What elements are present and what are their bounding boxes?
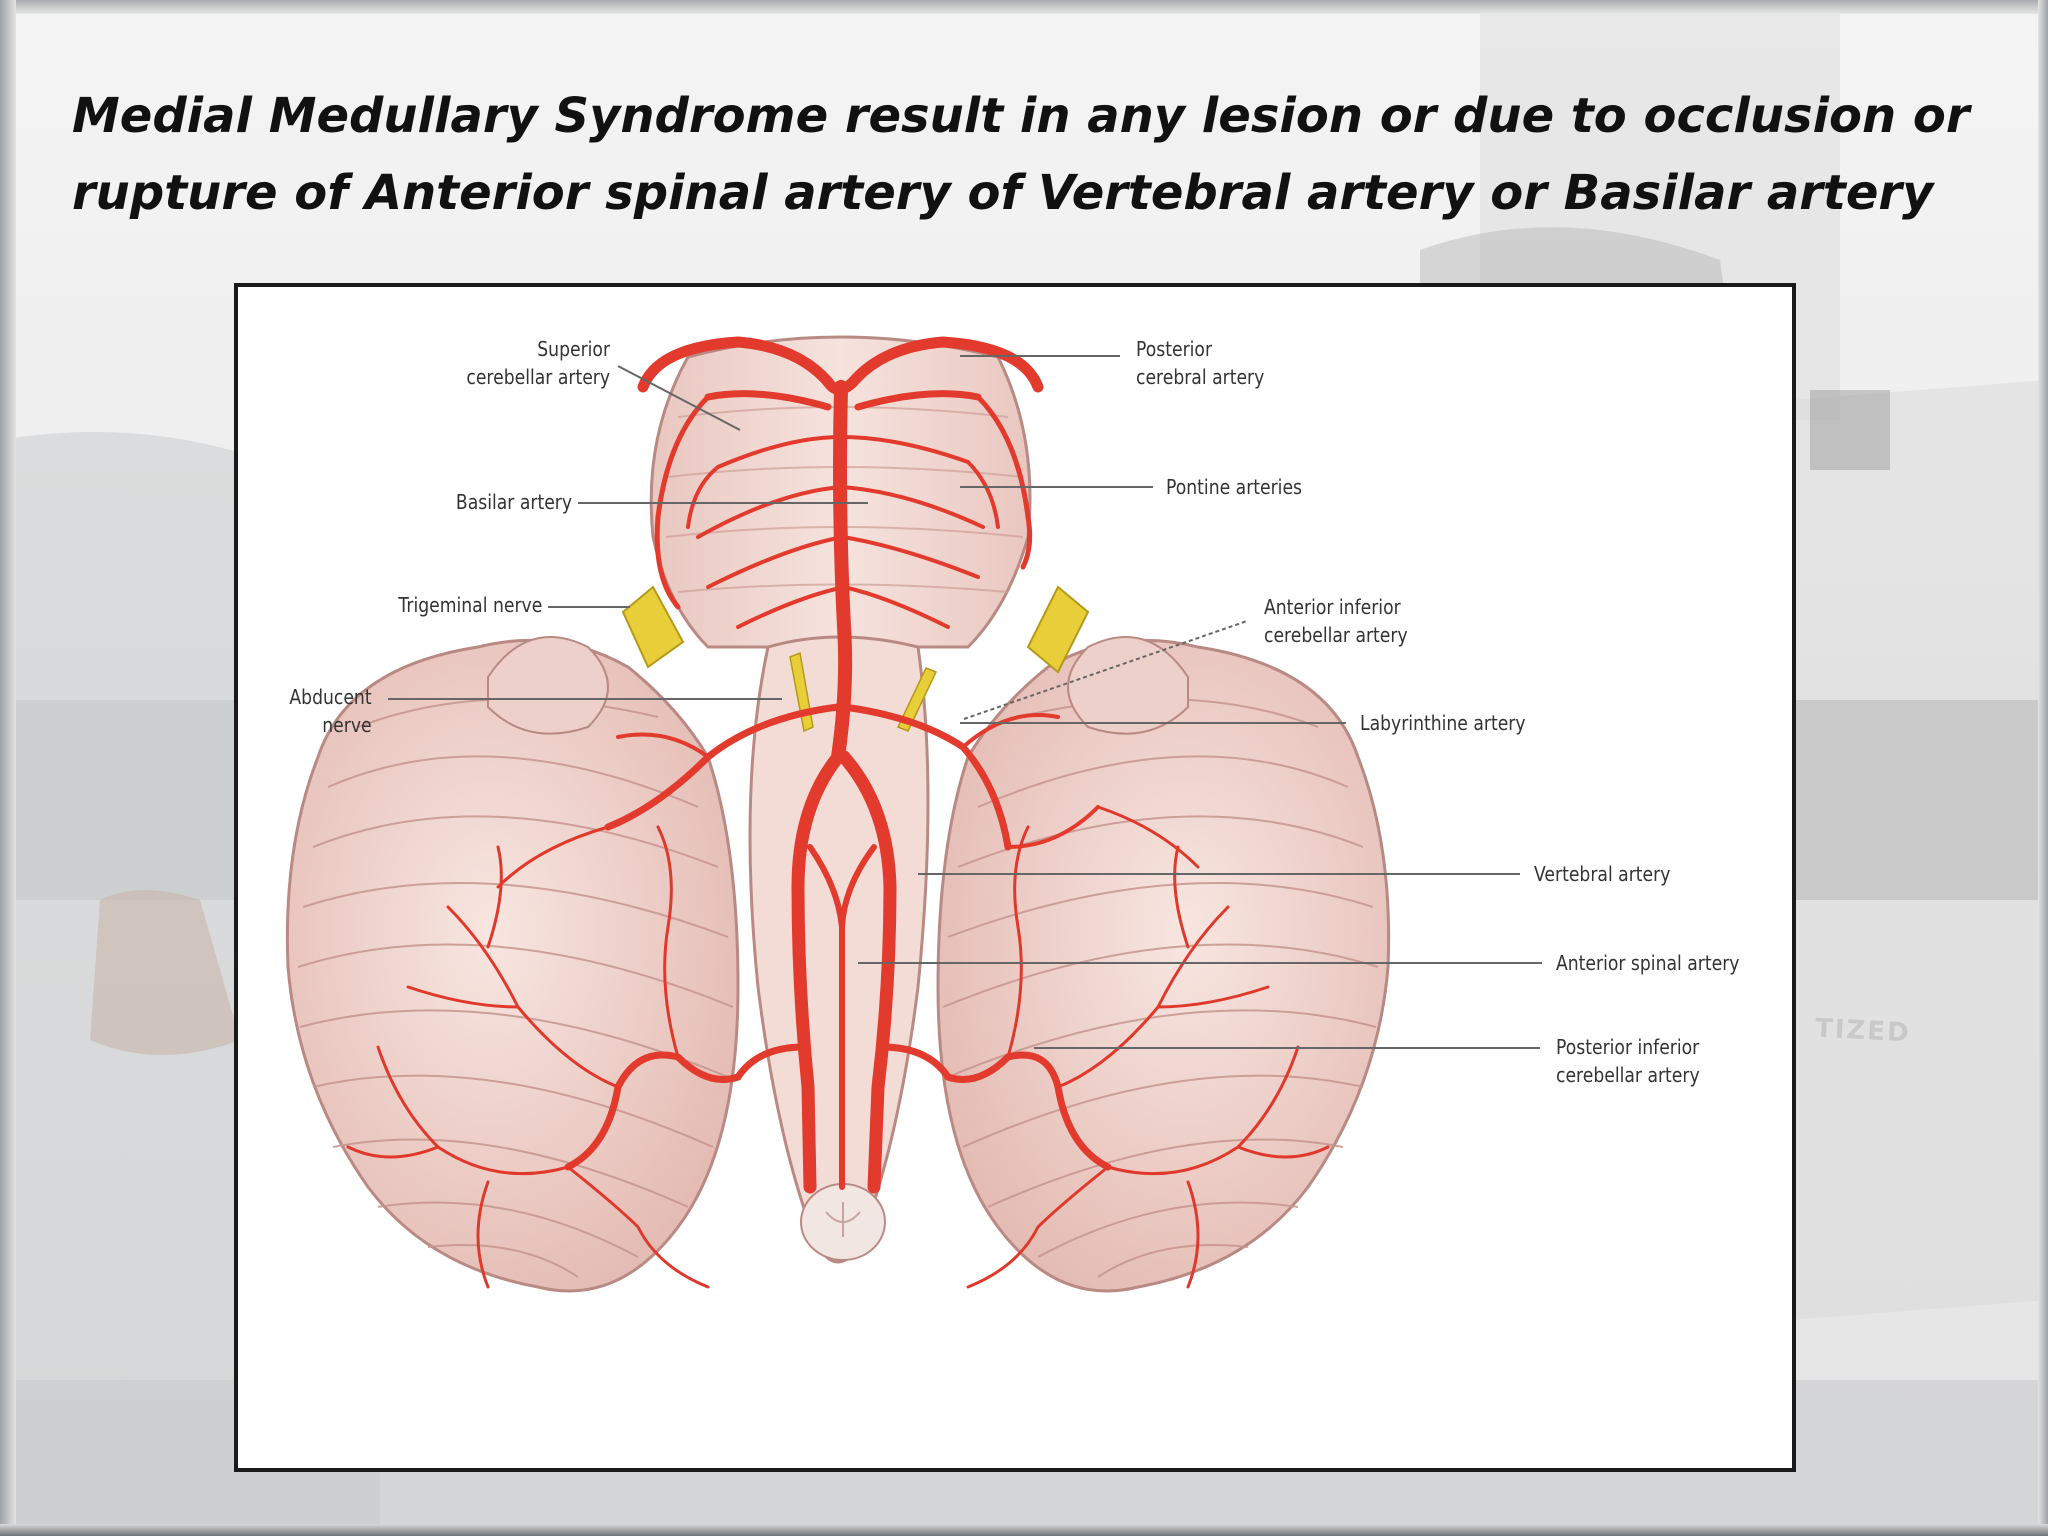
right-flocculus — [1067, 636, 1189, 735]
label-superior-cerebellar-artery: Superior cerebellar artery — [466, 335, 610, 391]
label-posterior-inferior-cerebellar-artery-line1: Posterior inferior — [1556, 1035, 1700, 1059]
label-labyrinthine-artery: Labyrinthine artery — [1360, 711, 1526, 735]
label-vertebral-artery: Vertebral artery — [1534, 862, 1671, 886]
cerebellum-left-hemisphere — [285, 638, 740, 1293]
label-abducent-nerve-line1: Abducent — [289, 685, 372, 709]
brainstem-illustration — [285, 335, 1542, 1293]
left-flocculus — [487, 636, 609, 735]
label-leader-lines — [388, 355, 1542, 1049]
right-posterior-cerebral-artery — [847, 336, 1044, 393]
label-posterior-inferior-cerebellar-artery-line2: cerebellar artery — [1556, 1063, 1700, 1087]
background-watermark-text: TIZED — [1814, 1013, 1912, 1049]
trigeminal-nerve-left — [621, 585, 685, 669]
label-anterior-inferior-cerebellar-artery: Anterior inferior cerebellar artery — [1264, 593, 1408, 649]
label-trigeminal-nerve: Trigeminal nerve — [398, 593, 542, 617]
left-superior-cerebellar-artery — [704, 390, 832, 411]
label-superior-cerebellar-artery-line2: cerebellar artery — [466, 365, 610, 389]
label-basilar-artery: Basilar artery — [455, 490, 572, 514]
label-anterior-inferior-cerebellar-artery-line2: cerebellar artery — [1264, 623, 1408, 647]
cerebellar-branch-arteries — [346, 805, 1330, 1289]
label-anterior-inferior-cerebellar-artery-line1: Anterior inferior — [1264, 595, 1401, 619]
brainstem-artery-diagram: Superior cerebellar artery Posterior cer… — [234, 283, 1796, 1472]
left-posterior-cerebral-artery — [637, 336, 834, 393]
label-anterior-spinal-artery: Anterior spinal artery — [1556, 951, 1740, 975]
label-superior-cerebellar-artery-line1: Superior — [537, 337, 610, 361]
arterial-network — [564, 336, 1112, 1194]
trigeminal-nerve-right — [1026, 585, 1090, 674]
label-abducent-nerve-line2: nerve — [322, 713, 372, 737]
label-posterior-cerebral-artery-line2: cerebral artery — [1136, 365, 1265, 389]
cerebellum-right-hemisphere — [936, 638, 1391, 1293]
right-superior-cerebellar-artery — [854, 390, 982, 411]
label-abducent-nerve: Abducent nerve — [290, 683, 372, 739]
basilar-artery — [831, 380, 853, 764]
label-pontine-arteries: Pontine arteries — [1166, 475, 1302, 499]
slide-title: Medial Medullary Syndrome result in any … — [72, 78, 1972, 232]
slide-title-line-2: rupture of Anterior spinal artery of Ver… — [72, 165, 1934, 221]
left-vertebral-artery — [791, 750, 845, 1194]
label-posterior-cerebral-artery: Posterior cerebral artery — [1136, 335, 1264, 391]
abducent-nerve-right — [896, 667, 938, 732]
slide-title-line-1: Medial Medullary Syndrome result in any … — [72, 88, 1970, 144]
right-vertebral-artery — [837, 750, 897, 1194]
label-posterior-inferior-cerebellar-artery: Posterior inferior cerebellar artery — [1556, 1033, 1700, 1089]
label-posterior-cerebral-artery-line1: Posterior — [1136, 337, 1213, 361]
